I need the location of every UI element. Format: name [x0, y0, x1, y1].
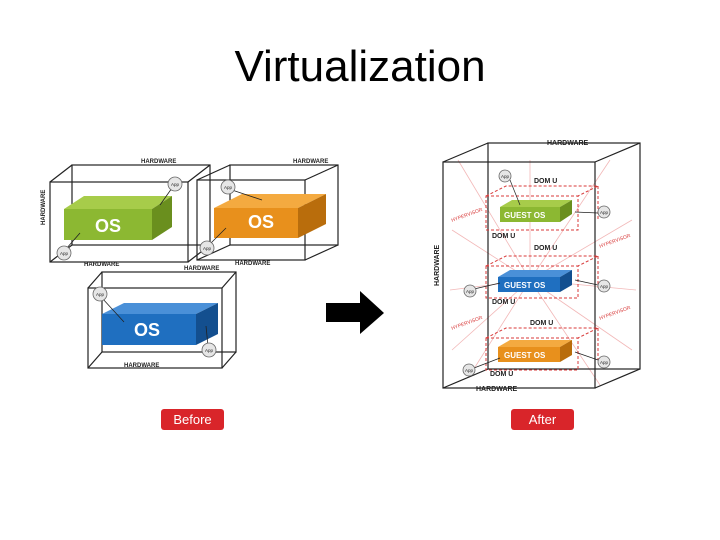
os-label: OS [248, 212, 274, 232]
os-label: OS [95, 216, 121, 236]
slide-title: Virtualization [234, 42, 486, 91]
app-icon: App [92, 286, 125, 323]
svg-text:App: App [60, 251, 69, 256]
dom-u-label: DOM U [492, 299, 515, 306]
svg-text:App: App [600, 210, 609, 215]
svg-text:App: App [501, 174, 510, 179]
svg-text:App: App [96, 292, 105, 297]
before-box-blue: HARDWARE HARDWARE OS App App [87, 266, 237, 369]
hardware-label: HARDWARE [476, 386, 518, 393]
dom-u-orange: DOM U DOM U GUEST OS [485, 320, 599, 378]
hardware-label: HARDWARE [184, 266, 219, 272]
app-icon: App [199, 227, 227, 256]
svg-text:App: App [171, 182, 180, 187]
dom-u-label: DOM U [534, 178, 557, 185]
hypervisor-label: HYPERVISOR [451, 315, 484, 332]
hardware-label: HARDWARE [124, 363, 159, 369]
app-icon: App [56, 232, 81, 261]
hardware-label: HARDWARE [235, 261, 270, 267]
app-icon: App [220, 179, 263, 201]
dom-u-label: DOM U [530, 320, 553, 327]
before-box-green: HARDWARE HARDWARE HARDWARE OS App App [41, 159, 211, 268]
after-badge: After [511, 409, 574, 430]
os-label: OS [134, 320, 160, 340]
before-box-orange: HARDWARE HARDWARE OS App App [196, 159, 339, 267]
app-icon: App [159, 176, 183, 206]
guest-os-block [500, 207, 560, 222]
svg-text:App: App [466, 289, 475, 294]
hardware-label: HARDWARE [41, 190, 47, 225]
svg-text:App: App [600, 284, 609, 289]
hypervisor-label: HYPERVISOR [599, 305, 632, 322]
hardware-label: HARDWARE [293, 159, 328, 165]
arrow-right-icon [326, 291, 384, 334]
before-badge: Before [161, 409, 224, 430]
guest-os-block [498, 277, 560, 292]
os-block [102, 314, 196, 345]
hypervisor-label: HYPERVISOR [599, 233, 632, 250]
svg-text:App: App [205, 348, 214, 353]
dom-u-blue: DOM U DOM U GUEST OS [485, 245, 599, 306]
svg-text:App: App [600, 360, 609, 365]
svg-text:App: App [224, 185, 233, 190]
app-icon: App [498, 169, 521, 206]
svg-text:App: App [465, 368, 474, 373]
dom-u-label: DOM U [490, 371, 513, 378]
dom-u-label: DOM U [492, 233, 515, 240]
app-icon: App [574, 279, 611, 293]
guest-os-block [498, 347, 560, 362]
app-icon: App [462, 357, 501, 377]
app-icon: App [574, 351, 611, 369]
svg-text:App: App [203, 246, 212, 251]
after-box: HARDWARE HARDWARE HARDWARE HYPERVISOR HY… [434, 140, 641, 393]
hardware-label: HARDWARE [547, 140, 589, 147]
os-block [214, 208, 298, 238]
app-icon: App [201, 325, 217, 358]
dom-u-label: DOM U [534, 245, 557, 252]
guest-os-label: GUEST OS [504, 211, 546, 220]
app-icon: App [574, 205, 611, 219]
guest-os-label: GUEST OS [504, 281, 546, 290]
dom-u-green: DOM U DOM U GUEST OS [485, 178, 599, 240]
hypervisor-label: HYPERVISOR [451, 207, 484, 224]
hardware-label: HARDWARE [84, 262, 119, 268]
hardware-label: HARDWARE [141, 159, 176, 165]
app-icon: App [463, 282, 501, 298]
guest-os-label: GUEST OS [504, 351, 546, 360]
hardware-label: HARDWARE [434, 244, 441, 286]
